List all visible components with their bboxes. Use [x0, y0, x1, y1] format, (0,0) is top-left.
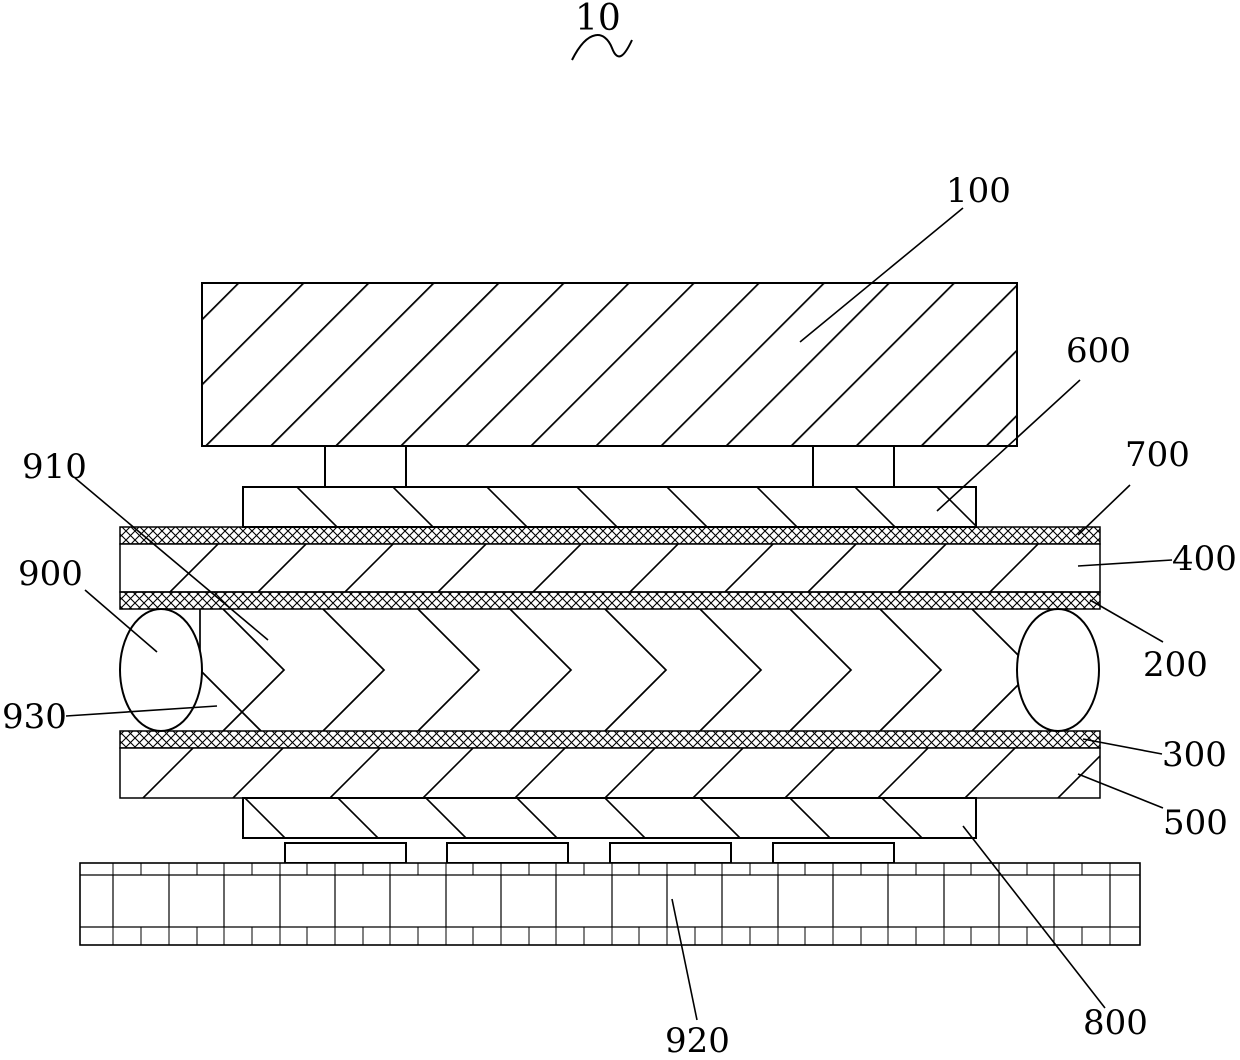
figure-number: 10 [575, 0, 621, 39]
leader-200 [1090, 600, 1163, 642]
component-920-substrate [80, 863, 1140, 945]
label-100: 100 [946, 171, 1011, 211]
label-200: 200 [1143, 645, 1208, 685]
solder-ball-right [1017, 609, 1099, 731]
component-300-layer [120, 731, 1100, 748]
label-400: 400 [1172, 539, 1237, 579]
label-900: 900 [18, 554, 83, 594]
label-800: 800 [1083, 1003, 1148, 1043]
component-700-layer [120, 527, 1100, 544]
label-500: 500 [1163, 803, 1228, 843]
component-400-layer [120, 544, 1100, 592]
chip-bumps [325, 446, 894, 487]
component-100-chip [202, 283, 1017, 446]
label-700: 700 [1125, 435, 1190, 475]
label-600: 600 [1066, 331, 1131, 371]
leader-700 [1078, 485, 1130, 535]
component-500-layer [120, 748, 1108, 798]
component-800-layer [243, 798, 976, 838]
bottom-pads [285, 843, 894, 863]
component-930-region [200, 609, 1033, 731]
solder-ball-left [120, 609, 202, 731]
component-200-layer [120, 592, 1100, 609]
label-300: 300 [1162, 735, 1227, 775]
label-910: 910 [22, 447, 87, 487]
label-930: 930 [2, 697, 67, 737]
label-920: 920 [665, 1021, 730, 1060]
component-600-layer [243, 487, 977, 527]
